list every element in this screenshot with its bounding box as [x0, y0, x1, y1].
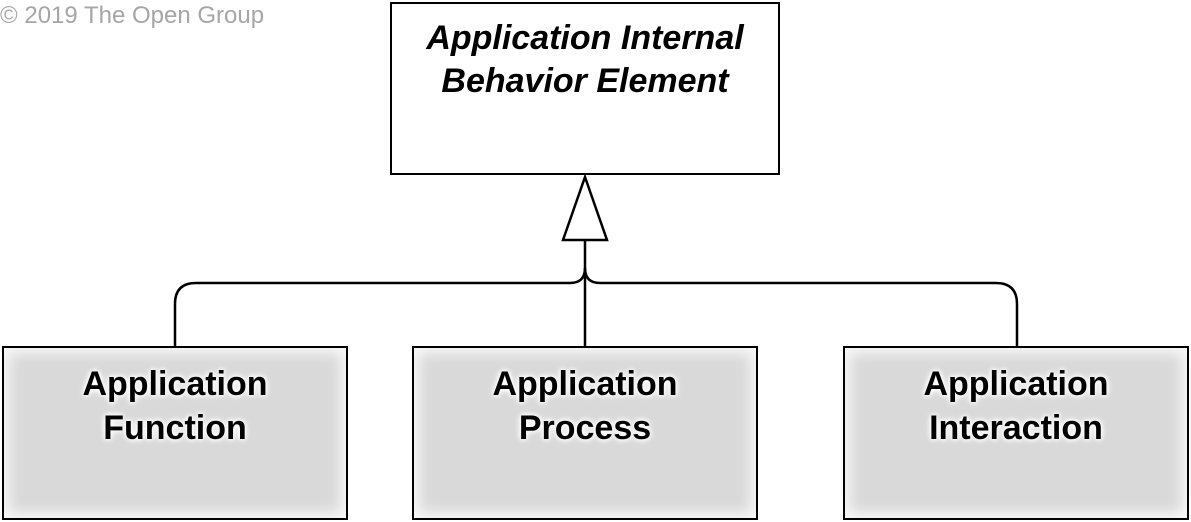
specialization-arrowhead-icon [561, 173, 609, 242]
copyright-notice: © 2019 The Open Group [0, 2, 265, 29]
child-label-line1: Application [923, 365, 1109, 403]
connector-to-interaction [583, 267, 1019, 346]
parent-label-line1: Application Internal [426, 19, 744, 57]
application-function-box: Application Function [2, 346, 348, 520]
application-process-box: Application Process [412, 346, 758, 520]
application-internal-behavior-element-box: Application Internal Behavior Element [390, 2, 780, 175]
parent-label-line2: Behavior Element [441, 62, 729, 100]
child-label-line2: Process [518, 409, 652, 447]
connector-to-function [173, 267, 587, 346]
child-label-line1: Application [492, 365, 678, 403]
child-label-line1: Application [82, 365, 268, 403]
child-label-line2: Function [103, 409, 247, 447]
application-interaction-box: Application Interaction [843, 346, 1189, 520]
child-label-line2: Interaction [929, 409, 1103, 447]
